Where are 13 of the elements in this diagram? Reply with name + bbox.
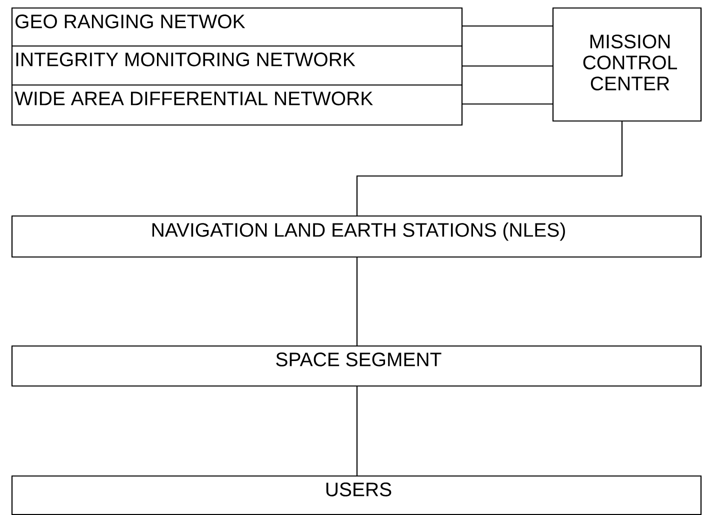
network-box: WIDE AREA DIFFERENTIAL NETWORK xyxy=(11,84,463,126)
connector-line xyxy=(462,103,553,105)
connector-line xyxy=(462,65,553,67)
segment-box: SPACE SEGMENT xyxy=(11,345,702,387)
connector-line xyxy=(356,386,358,476)
connector-line xyxy=(356,121,623,216)
segment-box: USERS xyxy=(11,475,702,515)
network-box: INTEGRITY MONITORING NETWORK xyxy=(11,45,463,86)
connector-line xyxy=(462,25,553,27)
control-center-box: MISSION CONTROL CENTER xyxy=(552,7,702,122)
connector-line xyxy=(356,257,358,346)
segment-box: NAVIGATION LAND EARTH STATIONS (NLES) xyxy=(11,215,702,258)
network-box: GEO RANGING NETWOK xyxy=(11,7,463,47)
